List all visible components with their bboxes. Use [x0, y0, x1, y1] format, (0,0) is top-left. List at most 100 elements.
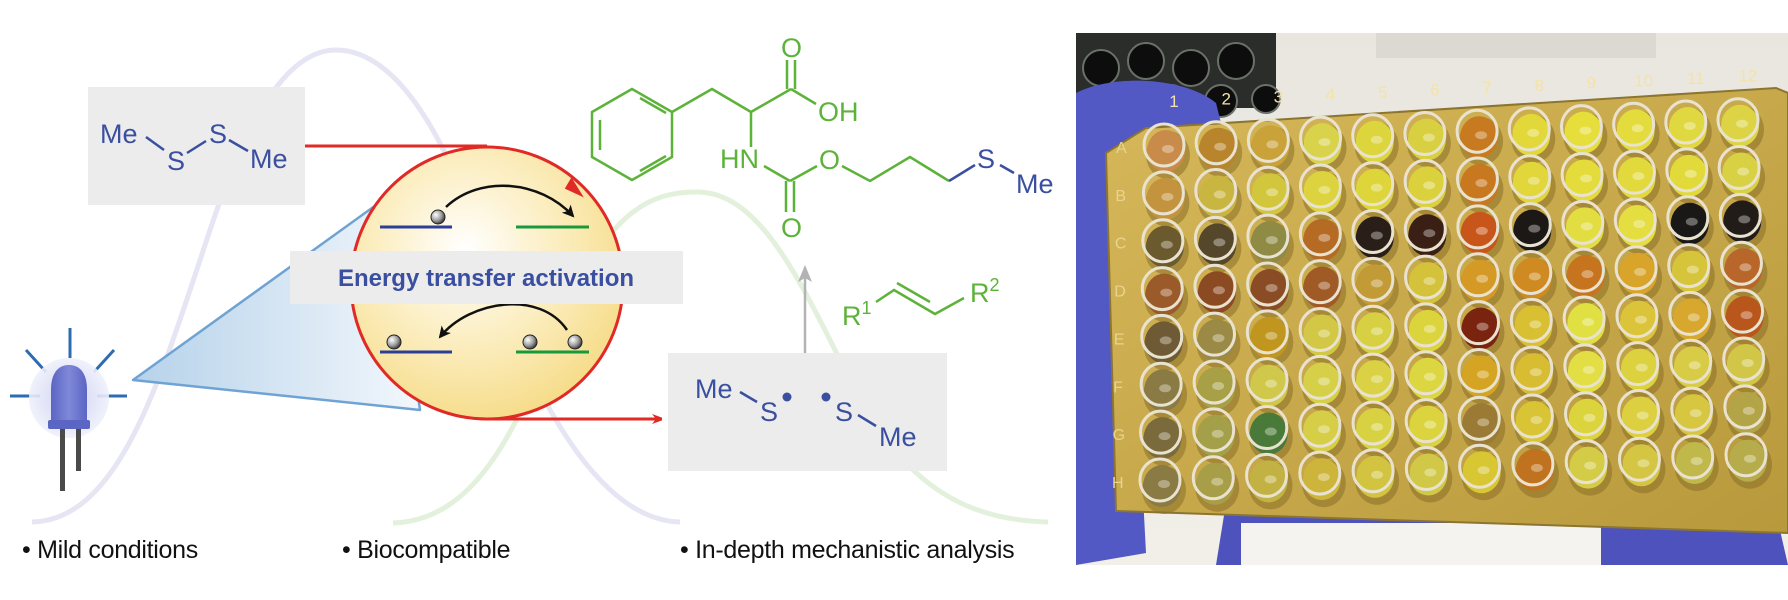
well — [1246, 213, 1294, 271]
vial-rim — [1666, 195, 1710, 241]
well — [1191, 455, 1240, 512]
product-ester-o: O — [819, 145, 840, 175]
vial-rim — [1615, 293, 1659, 339]
radical-me-left: Me — [695, 374, 733, 404]
vial-rim — [1669, 338, 1713, 384]
bullet-mild-conditions: • Mild conditions — [22, 536, 198, 564]
vial-rim — [1351, 400, 1395, 446]
column-label: 12 — [1739, 67, 1758, 86]
row-label: D — [1114, 284, 1126, 301]
alkene: R1 R2 — [842, 275, 1000, 331]
vial-rim — [1404, 398, 1448, 444]
vial-rim — [1457, 395, 1501, 441]
well — [1615, 293, 1663, 350]
vial-rim — [1139, 409, 1183, 455]
well — [1192, 359, 1241, 416]
well — [1404, 446, 1453, 503]
vial-rim — [1511, 441, 1555, 487]
column-label: 7 — [1482, 78, 1491, 97]
electron — [567, 334, 583, 350]
vial-rim — [1456, 204, 1500, 250]
vial-rim — [1613, 197, 1657, 243]
well — [1562, 295, 1611, 353]
reaction-scheme: Me S S Me Energy transfer activation Me — [10, 33, 1054, 526]
well — [1403, 158, 1452, 216]
led-leg — [76, 429, 81, 471]
vial-rim — [1404, 254, 1448, 300]
column-label: 9 — [1587, 74, 1596, 93]
well — [1403, 206, 1452, 264]
vial-rim — [1194, 168, 1238, 214]
well — [1141, 218, 1189, 275]
well — [1724, 432, 1772, 489]
well — [1140, 313, 1188, 371]
well — [1298, 307, 1347, 364]
vial-rim — [1298, 354, 1342, 400]
vial-rim — [1403, 158, 1447, 204]
vial-rim — [1457, 347, 1501, 393]
well — [1614, 245, 1663, 302]
vial-rim — [1508, 154, 1552, 200]
vial-rim — [1509, 249, 1553, 295]
vial-rim — [1719, 240, 1763, 286]
vial-rim — [1717, 145, 1761, 191]
vial-rim — [1142, 122, 1186, 168]
well — [1670, 386, 1718, 444]
label-box — [290, 251, 683, 304]
well — [1457, 300, 1505, 357]
vial-rim — [1510, 393, 1554, 439]
well — [1563, 343, 1611, 400]
radical-dot — [821, 392, 831, 402]
vial-rim — [1245, 357, 1289, 403]
well — [1246, 165, 1295, 223]
well — [1507, 106, 1556, 163]
well — [1716, 97, 1764, 154]
vial-rim — [1404, 446, 1448, 491]
vial-rim — [1298, 259, 1342, 305]
well — [1508, 154, 1556, 211]
vial-rim — [1299, 115, 1343, 161]
led-light-source — [10, 328, 127, 491]
thiyl-radicals: Me S S Me — [668, 353, 947, 471]
vial-rim — [1617, 436, 1661, 482]
vial-rim — [1671, 434, 1715, 480]
well — [1511, 441, 1559, 498]
vial-rim — [1193, 263, 1237, 309]
product-carbonyl-o: O — [781, 33, 802, 63]
wells — [1138, 97, 1772, 514]
well — [1245, 405, 1293, 462]
vial-rim — [1614, 245, 1658, 291]
red-arrowhead-top — [564, 177, 584, 198]
well — [1193, 215, 1242, 273]
transfer-arrow-bottom — [438, 303, 569, 339]
vial-rim — [1617, 388, 1661, 434]
vial-rim — [1246, 117, 1290, 163]
well — [1559, 104, 1608, 161]
column-label: 11 — [1687, 69, 1705, 88]
well — [1510, 393, 1559, 451]
vial-rim — [1141, 170, 1185, 216]
vial-rim — [1192, 407, 1236, 453]
vial-rim — [1668, 290, 1712, 336]
vial-rim — [1562, 295, 1606, 341]
gray-arrowhead — [798, 265, 812, 282]
well — [1457, 347, 1505, 405]
vial-rim — [1246, 213, 1290, 259]
column-label: 1 — [1169, 92, 1178, 111]
well — [1612, 101, 1660, 159]
vial-rim — [1564, 439, 1608, 485]
bullet-mechanistic-analysis: • In-depth mechanistic analysis — [680, 536, 1015, 564]
vial-rim — [1510, 345, 1554, 391]
vial-rim — [1193, 215, 1237, 261]
vial-rim — [1138, 457, 1182, 503]
bullet-text: In-depth mechanistic analysis — [695, 536, 1015, 564]
benzene-ring — [590, 87, 674, 182]
column-label: 3 — [1274, 87, 1283, 106]
vial-rim — [1298, 402, 1342, 448]
vial-rim — [1298, 450, 1342, 496]
row-label: F — [1113, 379, 1123, 396]
column-label: 8 — [1535, 76, 1544, 95]
disulfide-reagent: Me S S Me — [88, 87, 305, 205]
column-label: 6 — [1430, 81, 1439, 100]
row-label: H — [1112, 475, 1124, 492]
